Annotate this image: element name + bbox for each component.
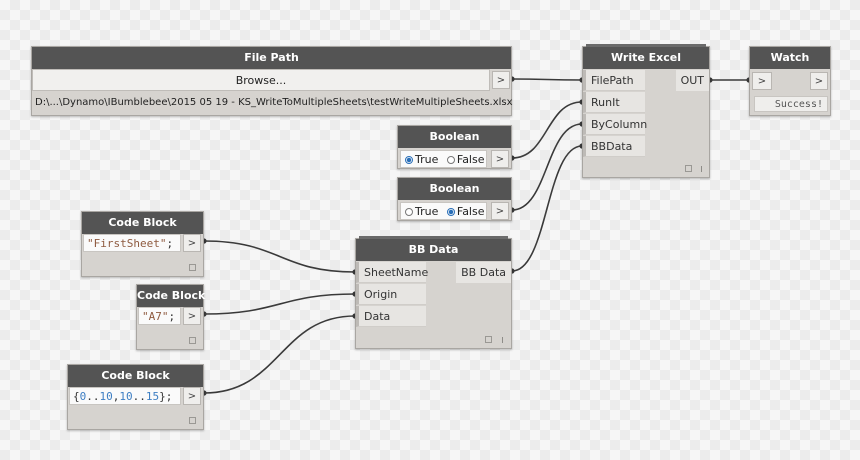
node-title: Code Block <box>137 285 205 307</box>
node-title: File Path <box>32 47 511 69</box>
wire-origin[interactable] <box>203 293 356 315</box>
code-block-node-3[interactable]: Code Block {0..10,10..15}; > <box>67 364 204 430</box>
output-port-arrow[interactable]: > <box>183 387 201 405</box>
output-port-bbdata[interactable]: BB Data <box>456 262 511 283</box>
input-port-origin[interactable]: Origin <box>356 284 426 305</box>
code-range: .. <box>132 390 146 403</box>
radio-false-label[interactable]: False <box>456 153 485 166</box>
file-path-value: D:\...\Dynamo\IBumblebee\2015 05 19 - KS… <box>35 97 513 108</box>
watch-node[interactable]: Watch > > Success! <box>749 46 831 116</box>
code-input[interactable]: {0..10,10..15}; <box>69 387 181 405</box>
radio-true-label[interactable]: True <box>415 205 439 218</box>
radio-true-icon[interactable] <box>405 156 413 164</box>
preview-toggle-icon[interactable] <box>189 337 196 344</box>
write-excel-node[interactable]: Write Excel FilePath RunIt ByColumn BBDa… <box>582 44 710 178</box>
browse-button[interactable]: Browse... <box>32 69 490 91</box>
output-port-arrow[interactable]: > <box>492 71 510 89</box>
code-string: "A7" <box>142 310 169 323</box>
output-port-arrow[interactable]: > <box>810 72 828 90</box>
code-range: .. <box>86 390 100 403</box>
preview-toggle-icon[interactable] <box>685 165 692 172</box>
wire-bbdata[interactable] <box>511 145 583 272</box>
boolean-node-1[interactable]: Boolean True False > <box>397 125 512 169</box>
watch-output-value: Success! <box>754 96 828 112</box>
wire-data[interactable] <box>203 315 356 394</box>
node-title: BB Data <box>356 239 511 261</box>
code-number: 15 <box>145 390 160 403</box>
node-stack-indicator <box>359 236 508 239</box>
boolean-node-2[interactable]: Boolean True False > <box>397 177 512 221</box>
code-number: 10 <box>99 390 113 403</box>
wire-sheetname[interactable] <box>203 240 356 273</box>
bb-data-node[interactable]: BB Data SheetName Origin Data BB Data <box>355 236 512 349</box>
file-path-node[interactable]: File Path Browse... > D:\...\Dynamo\IBum… <box>31 46 513 116</box>
node-title: Boolean <box>398 126 511 148</box>
code-brace-open: { <box>73 390 80 403</box>
code-input[interactable]: "FirstSheet"; <box>83 234 181 252</box>
output-port-out[interactable]: OUT <box>675 70 709 91</box>
code-number: 10 <box>119 390 133 403</box>
output-port-arrow[interactable]: > <box>491 150 509 168</box>
preview-toggle-icon[interactable] <box>189 264 196 271</box>
node-title: Code Block <box>82 212 203 234</box>
code-string: "FirstSheet" <box>87 237 167 250</box>
code-block-node-1[interactable]: Code Block "FirstSheet"; > <box>81 211 204 277</box>
boolean-radio-group: True False <box>400 150 487 168</box>
code-comma: , <box>112 390 120 403</box>
code-number: 0 <box>79 390 87 403</box>
radio-false-icon[interactable] <box>446 156 455 164</box>
output-port-arrow[interactable]: > <box>491 202 509 220</box>
input-port-bbdata[interactable]: BBData <box>583 136 645 157</box>
preview-toggle-icon[interactable] <box>189 417 196 424</box>
radio-true-label[interactable]: True <box>415 153 439 166</box>
boolean-radio-group: True False <box>400 202 487 220</box>
lacing-icon <box>701 166 702 172</box>
node-title: Write Excel <box>583 47 709 69</box>
input-port-arrow[interactable]: > <box>752 72 772 90</box>
wire-bycolumn[interactable] <box>511 123 583 211</box>
input-port-data[interactable]: Data <box>356 306 426 327</box>
node-stack-indicator <box>586 44 706 47</box>
lacing-icon <box>502 337 503 343</box>
input-port-sheetname[interactable]: SheetName <box>356 262 428 283</box>
wire-runit[interactable] <box>511 101 583 159</box>
node-title: Boolean <box>398 178 511 200</box>
code-block-node-2[interactable]: Code Block "A7"; > <box>136 284 205 350</box>
output-port-arrow[interactable]: > <box>183 234 201 252</box>
code-semicolon: ; <box>166 237 174 250</box>
preview-toggle-icon[interactable] <box>485 336 492 343</box>
node-title: Code Block <box>68 365 203 387</box>
code-input[interactable]: "A7"; <box>138 307 181 325</box>
input-port-filepath[interactable]: FilePath <box>583 70 645 91</box>
output-port-arrow[interactable]: > <box>183 307 201 325</box>
radio-false-label[interactable]: False <box>456 205 485 218</box>
radio-false-icon[interactable] <box>446 208 455 216</box>
code-brace-close: }; <box>159 390 173 403</box>
code-semicolon: ; <box>168 310 176 323</box>
input-port-bycolumn[interactable]: ByColumn <box>583 114 647 135</box>
wire-filepath[interactable] <box>511 78 583 81</box>
node-title: Watch <box>750 47 830 69</box>
radio-true-icon[interactable] <box>405 208 413 216</box>
input-port-runit[interactable]: RunIt <box>583 92 645 113</box>
